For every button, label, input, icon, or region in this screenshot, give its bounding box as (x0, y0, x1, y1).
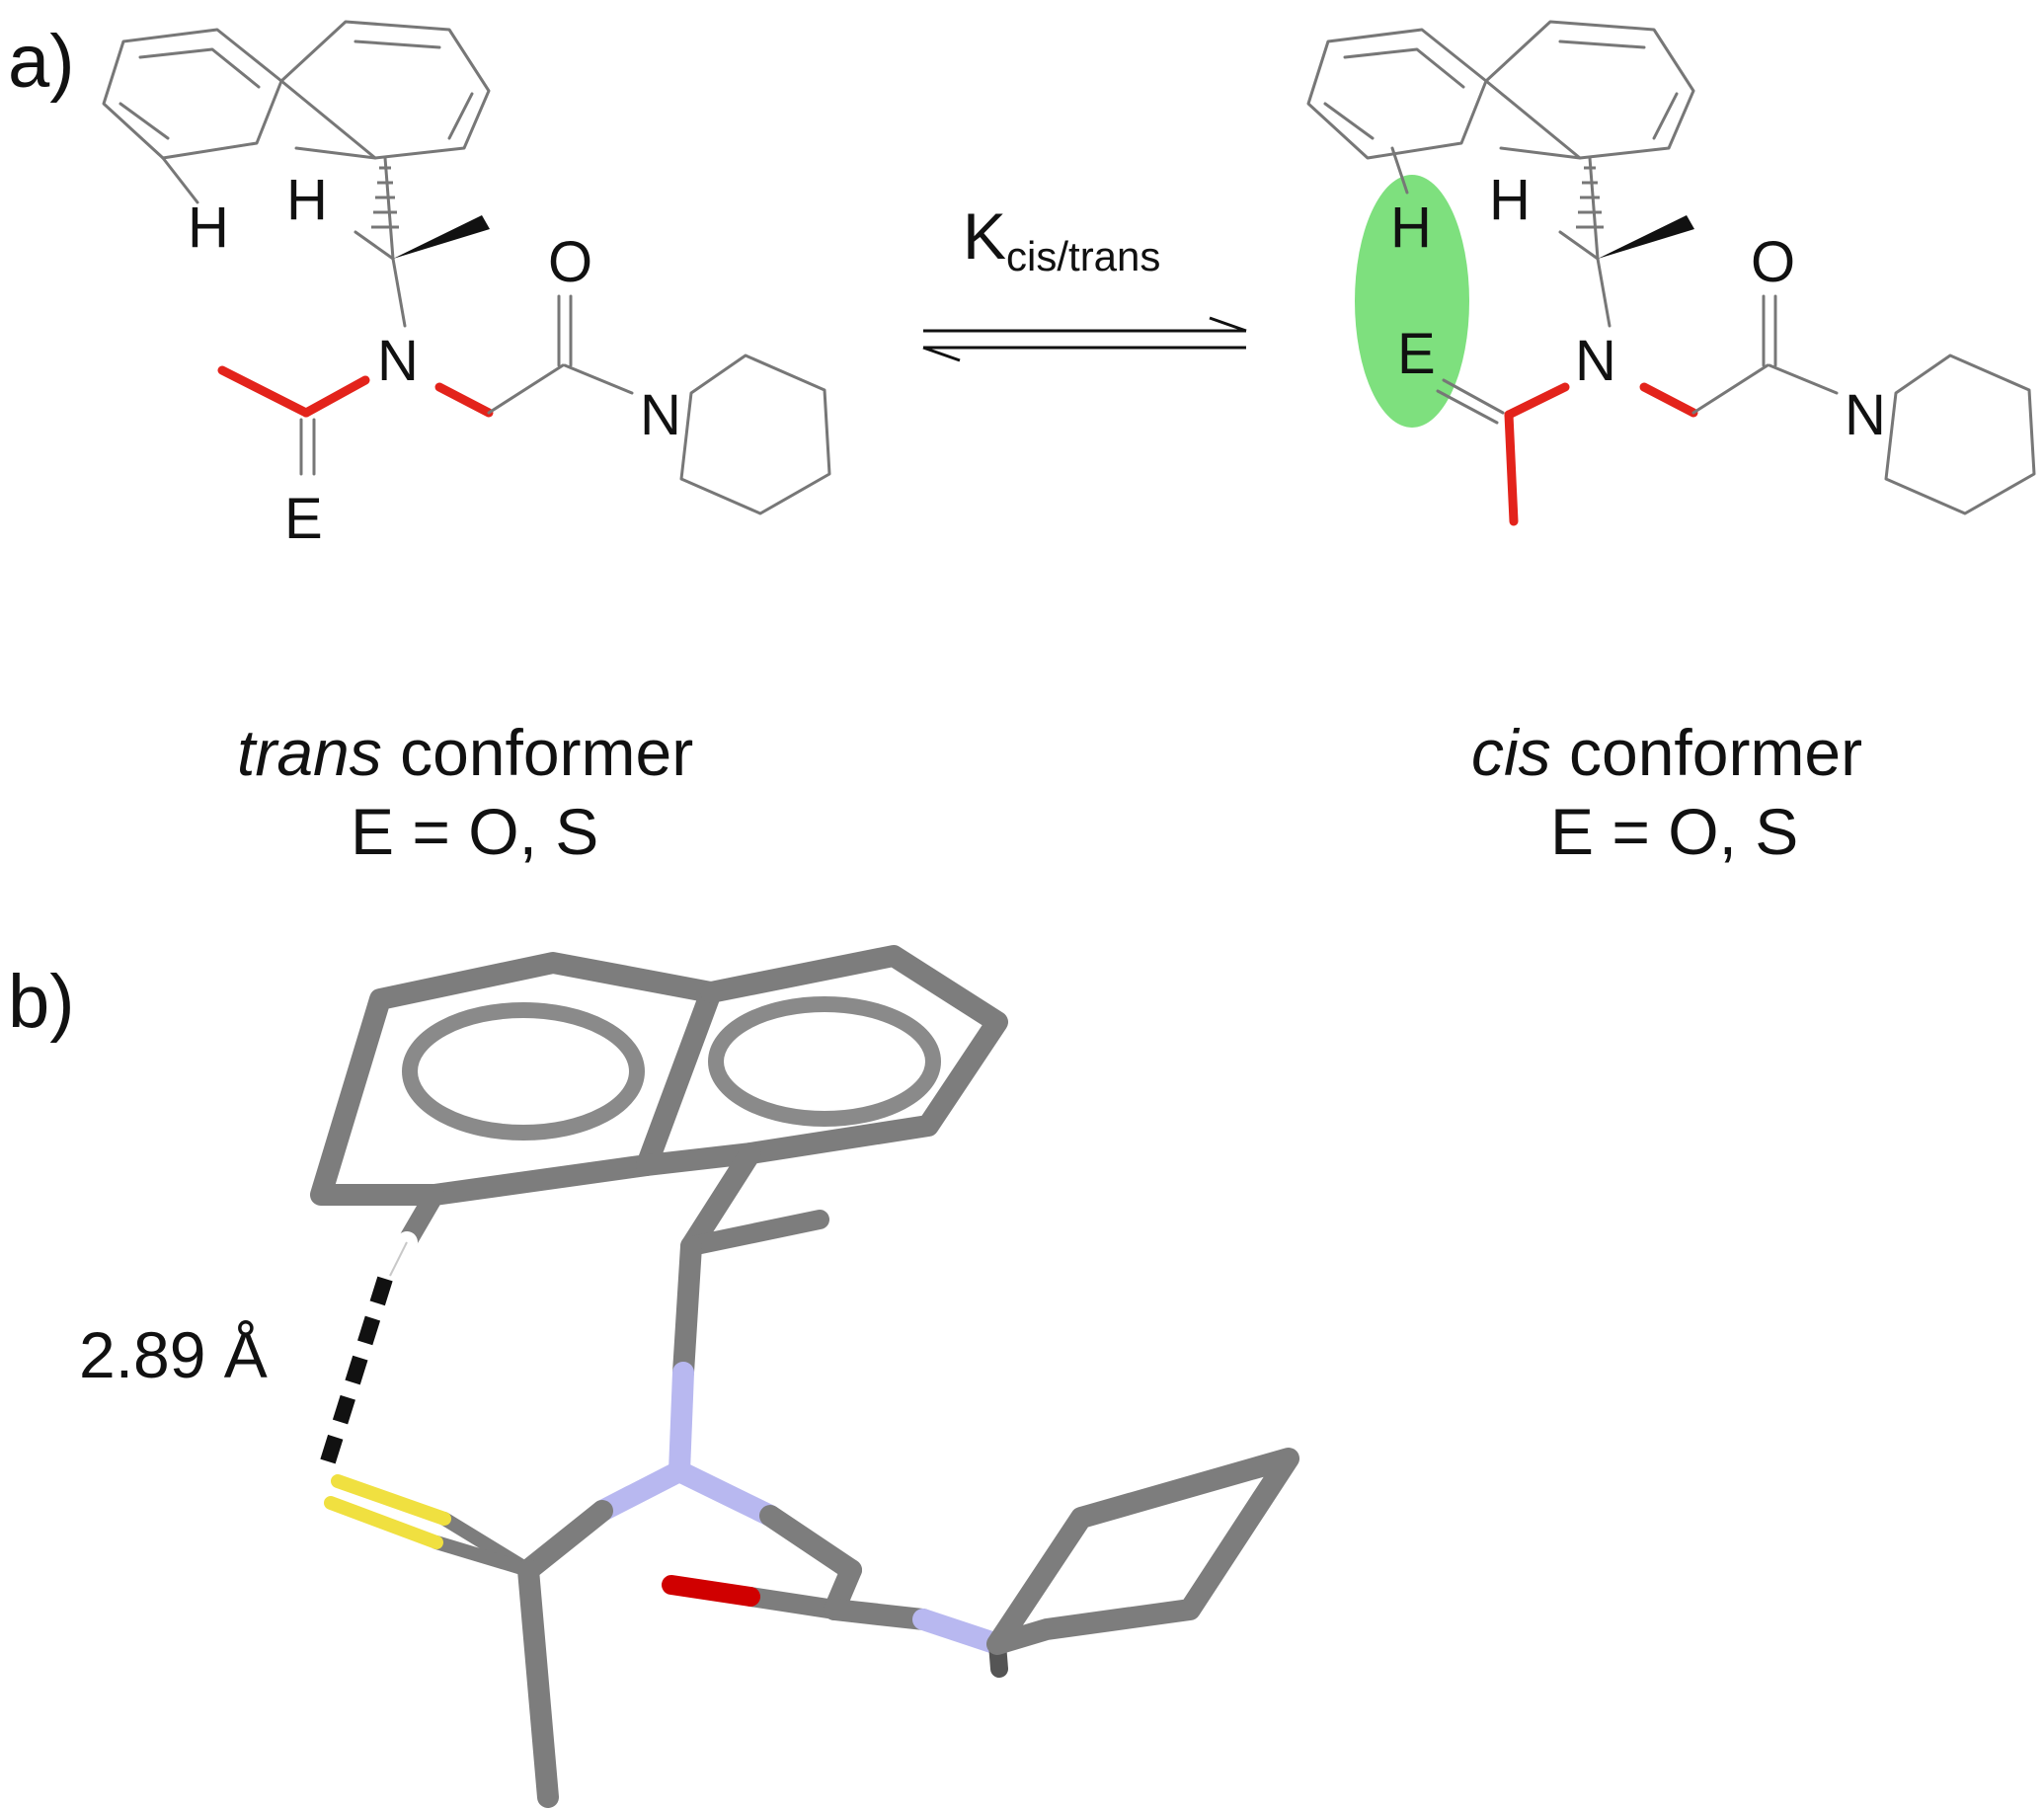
amide-nitrogen-stick (668, 1362, 694, 1482)
cis-atom-o: O (1751, 230, 1795, 294)
equilibrium-constant: Kcis/trans (963, 199, 1160, 279)
cis-atom-h-stereo: H (1489, 168, 1531, 232)
trans-hash-bond (371, 166, 399, 229)
trans-caption-substituent: E = O, S (351, 795, 598, 868)
aromatic-ring-right (708, 996, 941, 1127)
panel-b-label: b) (8, 960, 75, 1044)
carbonyl-oxygen-stick (662, 1575, 760, 1607)
cis-atom-n-piperidine: N (1845, 383, 1886, 447)
cis-atom-n-amide: N (1575, 329, 1616, 393)
interaction-highlight (1355, 175, 1469, 428)
piperidine-ring (986, 1448, 1299, 1655)
piperidine-nitrogen-stick (912, 1609, 1008, 1655)
trans-atom-h-stereo: H (286, 168, 328, 232)
trans-atom-e: E (284, 487, 323, 551)
trans-atom-o: O (548, 230, 592, 294)
trans-atom-n-piperidine: N (640, 383, 681, 447)
cis-atom-e: E (1397, 322, 1436, 386)
trans-atom-n-amide: N (377, 329, 419, 393)
cis-structure: H H N E O N (1306, 20, 2036, 526)
trans-wedge-bond (393, 215, 490, 259)
cis-caption-title: cis conformer (1471, 716, 1862, 789)
cis-atom-h-peri: H (1390, 196, 1432, 260)
cis-wedge-bond (1598, 215, 1694, 259)
panel-a-label: a) (8, 20, 75, 104)
crystal-structure-stick-model (310, 945, 1299, 1808)
cis-caption: cis conformer E = O, S (1471, 716, 1862, 868)
trans-caption: trans conformer E = O, S (237, 716, 693, 868)
distance-label: 2.89 Å (79, 1318, 268, 1391)
aromatic-ring-left (402, 1002, 645, 1141)
cis-caption-substituent: E = O, S (1550, 795, 1798, 868)
hs-contact-dash (320, 1276, 393, 1464)
trans-atom-h-peri: H (188, 196, 229, 260)
sulfur-double-bond (331, 1474, 451, 1526)
cis-hash-bond (1576, 166, 1604, 229)
trans-caption-title: trans conformer (237, 716, 693, 789)
equilibrium-arrows: Kcis/trans (922, 199, 1247, 362)
naphthalene-right-ring (636, 945, 1008, 1176)
trans-structure: H H N E O N (102, 20, 831, 551)
